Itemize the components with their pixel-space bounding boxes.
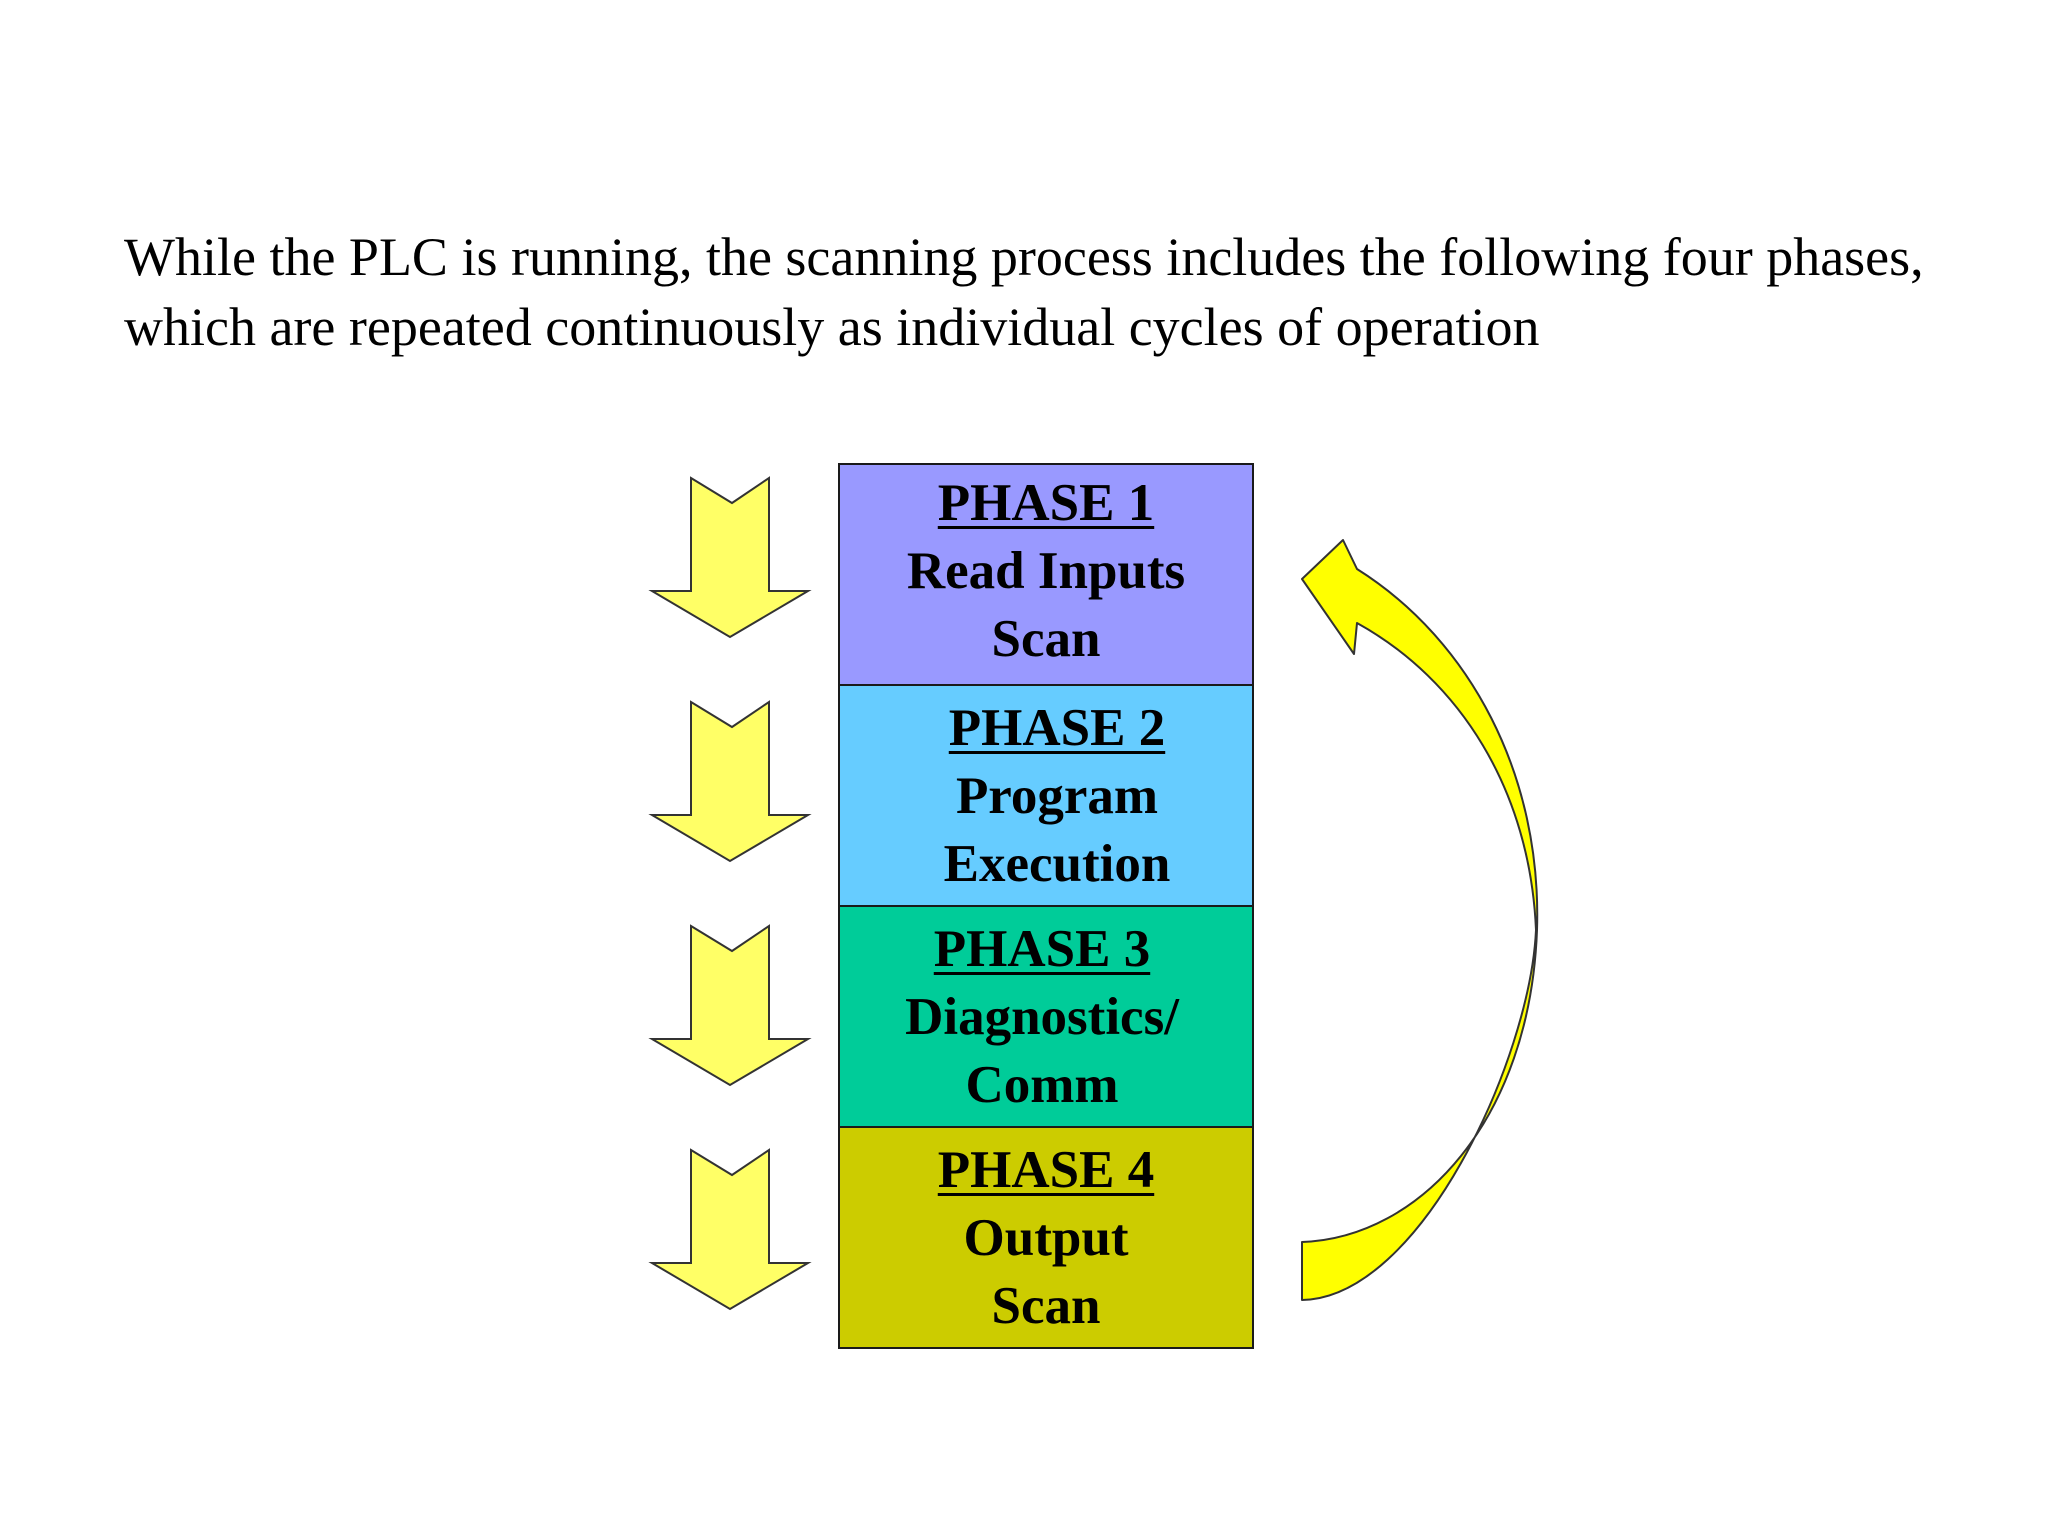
intro-text: While the PLC is running, the scanning p… (124, 227, 1924, 357)
down-arrow-3-icon (648, 924, 812, 1087)
phase-1-title: PHASE 1 (937, 473, 1155, 532)
phase-4-title: PHASE 4 (937, 1140, 1155, 1199)
phase-box-4: PHASE 4 Output Scan (838, 1126, 1254, 1349)
phase-4-line-1: Output (963, 1208, 1129, 1267)
phase-3-line-2: Comm (965, 1055, 1119, 1114)
phase-1-line-2: Scan (991, 609, 1101, 668)
phase-1-line-1: Read Inputs (906, 541, 1186, 600)
phase-2-line-1: Program (955, 766, 1159, 825)
phase-3-line-1: Diagnostics/ (905, 987, 1179, 1046)
curved-return-arrow-icon (1301, 539, 1539, 1301)
phase-stack: PHASE 1 Read Inputs Scan PHASE 2 Program… (838, 463, 1254, 1349)
phase-4-line-2: Scan (991, 1276, 1101, 1335)
phase-2-title: PHASE 2 (948, 698, 1166, 757)
down-arrow-4-icon (648, 1148, 812, 1311)
down-arrow-1-icon (648, 476, 812, 639)
phase-box-2: PHASE 2 Program Execution (838, 684, 1254, 907)
phase-box-1: PHASE 1 Read Inputs Scan (838, 463, 1254, 686)
phase-box-3: PHASE 3 Diagnostics/ Comm (838, 905, 1254, 1128)
phase-2-line-2: Execution (943, 834, 1171, 893)
down-arrow-2-icon (648, 700, 812, 863)
phase-3-title: PHASE 3 (933, 919, 1151, 978)
